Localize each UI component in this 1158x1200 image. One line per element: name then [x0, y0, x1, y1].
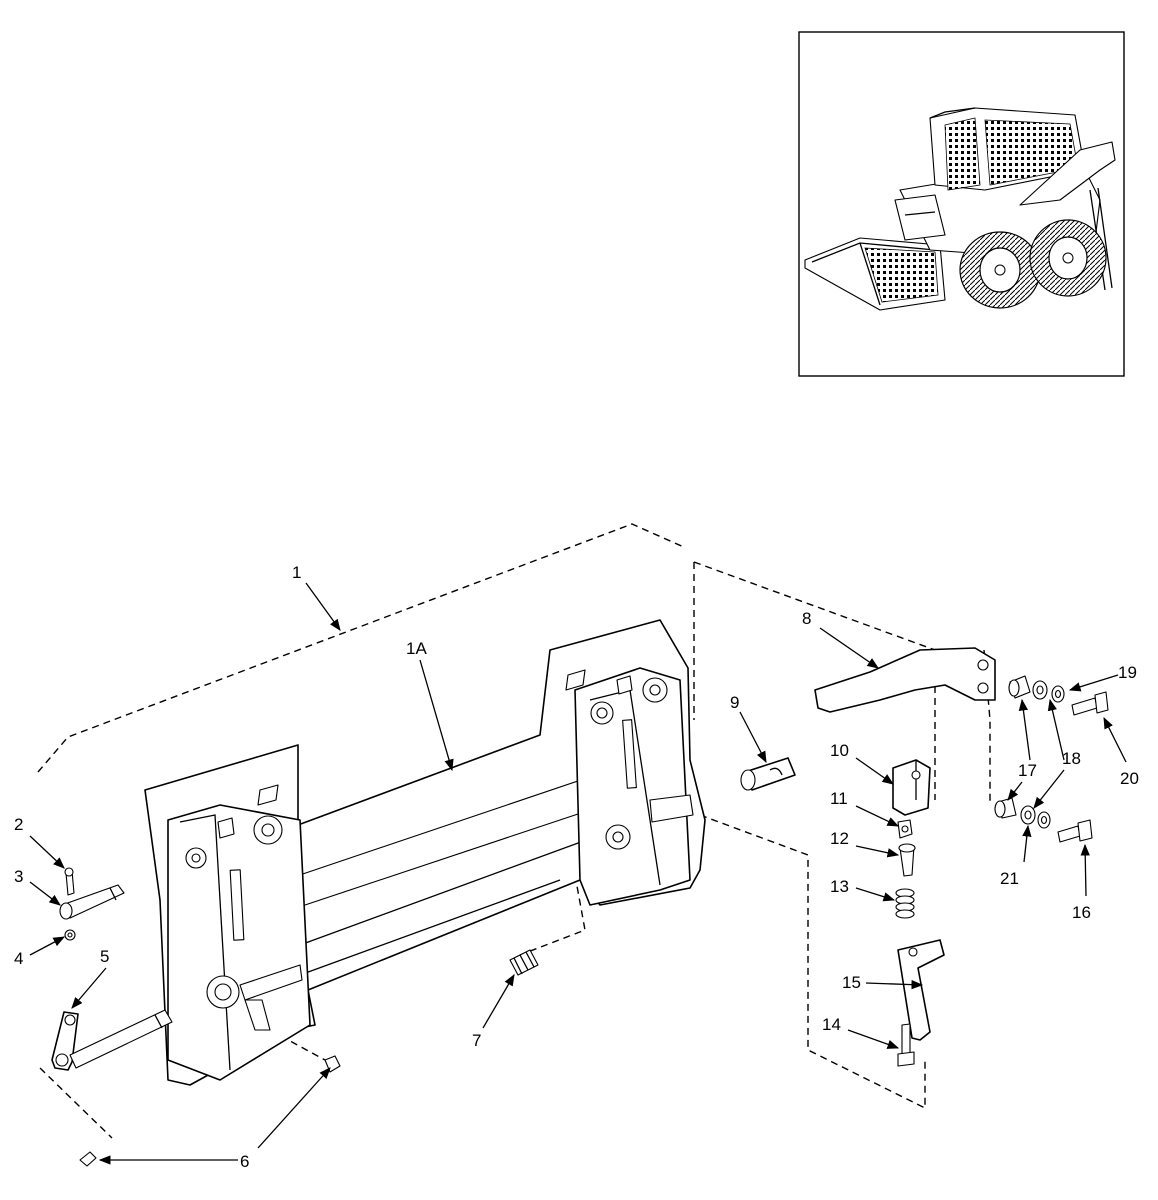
- callout-11: 11: [830, 789, 848, 808]
- callout-15: 15: [842, 973, 861, 992]
- part-20-bolt: [1071, 697, 1098, 716]
- callout-16: 16: [1072, 903, 1091, 922]
- callout-21: 21: [1000, 869, 1019, 888]
- callout-labels: 1 1A 2 3 4 5 6 7 8 9 10 11 12 13 14 15 1…: [14, 563, 1139, 1171]
- part-13-spring: [895, 888, 915, 919]
- part-7-spring: [509, 949, 539, 976]
- part-11-nut: [897, 819, 913, 839]
- part-16-bolt: [1057, 825, 1081, 843]
- callout-20: 20: [1120, 769, 1139, 788]
- callout-6: 6: [240, 1152, 249, 1171]
- part-8-latch-lever: [814, 647, 996, 713]
- part-4-nut: [64, 929, 76, 941]
- part-5-handle: [51, 1009, 173, 1071]
- callout-10: 10: [830, 741, 849, 760]
- assembly-group-outlines: [37, 523, 991, 1139]
- part-3-pin: [59, 884, 125, 920]
- callout-9: 9: [730, 693, 739, 712]
- callout-8: 8: [802, 609, 811, 628]
- callout-3: 3: [14, 867, 23, 886]
- callout-1a: 1A: [406, 639, 427, 658]
- skid-steer-loader-illustration: [804, 107, 1116, 311]
- callout-19: 19: [1118, 663, 1137, 682]
- part-12-bolt: [898, 843, 916, 877]
- callout-14: 14: [822, 1015, 841, 1034]
- callout-1: 1: [292, 563, 301, 582]
- callout-2: 2: [14, 815, 23, 834]
- callout-13: 13: [830, 877, 849, 896]
- callout-4: 4: [14, 949, 23, 968]
- loader-inset: [798, 31, 1125, 377]
- callout-12: 12: [830, 829, 849, 848]
- upper-hardware-stack: [1008, 675, 1109, 716]
- callout-7: 7: [472, 1031, 481, 1050]
- hardware-parts: [51, 647, 1109, 1167]
- part-15-latch-pin: [897, 939, 945, 1041]
- leader-lines: [29, 582, 1127, 1165]
- quick-attach-frame: [144, 619, 706, 1086]
- part-9-bushing: [740, 757, 796, 791]
- part-2-pin: [64, 867, 75, 896]
- part-14-bolt: [897, 1023, 915, 1067]
- part-10-block: [892, 759, 931, 816]
- callout-17: 17: [1018, 761, 1037, 780]
- lower-hardware-stack: [994, 797, 1093, 843]
- callout-5: 5: [100, 947, 109, 966]
- callout-18: 18: [1062, 749, 1081, 768]
